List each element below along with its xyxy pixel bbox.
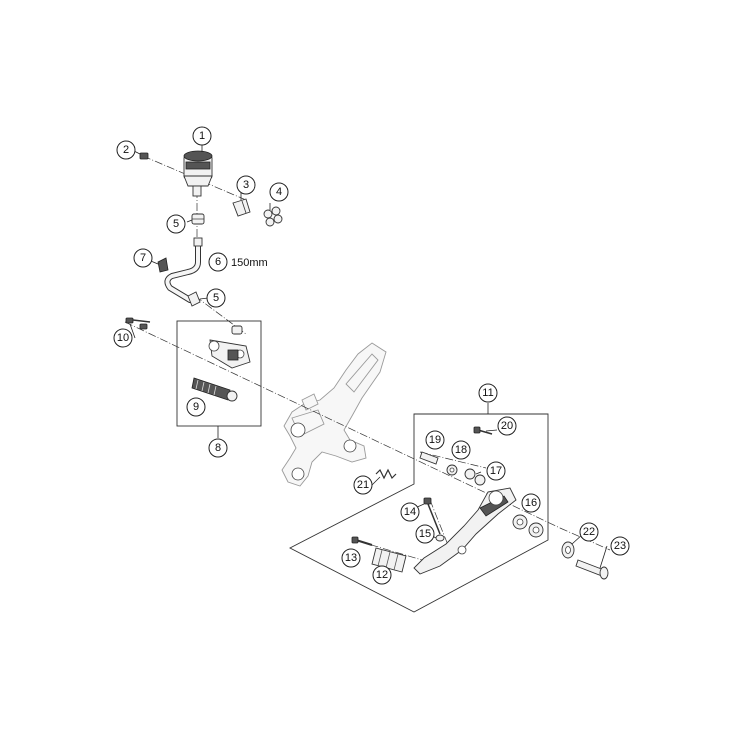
callout-20: 20 bbox=[497, 416, 517, 436]
callout-10: 10 bbox=[113, 328, 133, 348]
master-cylinder-group-box bbox=[176, 320, 262, 427]
svg-text:9: 9 bbox=[193, 401, 199, 413]
callout-16: 16 bbox=[521, 493, 541, 513]
pedal-stop-screw bbox=[473, 426, 493, 435]
svg-text:12: 12 bbox=[376, 569, 388, 581]
callout-22: 22 bbox=[579, 522, 599, 542]
svg-text:21: 21 bbox=[357, 479, 369, 491]
brake-hose bbox=[164, 237, 203, 303]
svg-text:15: 15 bbox=[419, 528, 431, 540]
brake-fluid-reservoir bbox=[183, 150, 213, 197]
hose-clips bbox=[263, 206, 283, 227]
callout-18: 18 bbox=[451, 440, 471, 460]
rubber-pin bbox=[351, 536, 373, 546]
svg-text:6: 6 bbox=[215, 256, 221, 268]
pivot-bolt bbox=[575, 559, 609, 580]
rear-brake-master-cylinder bbox=[208, 325, 251, 369]
callout-14: 14 bbox=[400, 502, 420, 522]
callout-4: 4 bbox=[269, 182, 289, 202]
hose-clamp-lower bbox=[187, 291, 201, 307]
svg-text:13: 13 bbox=[345, 552, 357, 564]
pedal-pin bbox=[419, 451, 439, 465]
svg-text:14: 14 bbox=[404, 506, 416, 518]
reservoir-screw bbox=[139, 152, 149, 160]
svg-text:19: 19 bbox=[429, 434, 441, 446]
pedal-bearings bbox=[512, 514, 544, 538]
callout-8: 8 bbox=[208, 438, 228, 458]
pivot-washer bbox=[561, 541, 575, 559]
pedal-adjust-screw bbox=[423, 497, 445, 542]
svg-text:23: 23 bbox=[614, 540, 626, 552]
callout-15: 15 bbox=[415, 524, 435, 544]
svg-text:7: 7 bbox=[140, 252, 146, 264]
svg-text:10: 10 bbox=[117, 332, 129, 344]
callout-11: 11 bbox=[478, 383, 498, 403]
callout-13: 13 bbox=[341, 548, 361, 568]
hose-length-label: 150mm bbox=[231, 257, 268, 269]
callout-7: 7 bbox=[133, 248, 153, 268]
svg-text:20: 20 bbox=[501, 420, 513, 432]
svg-text:17: 17 bbox=[490, 465, 502, 477]
return-spring bbox=[375, 468, 397, 480]
footrest-bracket-ghost bbox=[281, 342, 387, 487]
brake-pedal bbox=[413, 487, 517, 575]
svg-text:8: 8 bbox=[215, 442, 221, 454]
master-cylinder-piston bbox=[191, 377, 238, 402]
callout-5-lower: 5 bbox=[206, 288, 226, 308]
mounting-bolts bbox=[125, 317, 151, 330]
callout-12: 12 bbox=[372, 565, 392, 585]
callout-2: 2 bbox=[116, 140, 136, 160]
brake-pedal-group-box bbox=[289, 413, 549, 613]
callout-23: 23 bbox=[610, 536, 630, 556]
svg-text:3: 3 bbox=[243, 179, 249, 191]
pedal-bushing bbox=[464, 468, 486, 486]
svg-text:11: 11 bbox=[482, 387, 493, 399]
svg-text:5: 5 bbox=[213, 292, 219, 304]
callout-5-upper: 5 bbox=[166, 214, 186, 234]
callout-6: 6 bbox=[208, 252, 228, 272]
lock-nut bbox=[446, 464, 458, 476]
callout-19: 19 bbox=[425, 430, 445, 450]
callout-9: 9 bbox=[186, 397, 206, 417]
hose-retaining-clip bbox=[157, 257, 169, 273]
svg-text:2: 2 bbox=[123, 144, 129, 156]
svg-text:22: 22 bbox=[583, 526, 595, 538]
svg-text:16: 16 bbox=[525, 497, 537, 509]
callout-21: 21 bbox=[353, 475, 373, 495]
reservoir-plate bbox=[232, 198, 251, 217]
callout-17: 17 bbox=[486, 461, 506, 481]
svg-text:18: 18 bbox=[455, 444, 467, 456]
svg-text:1: 1 bbox=[199, 130, 205, 142]
callout-1: 1 bbox=[192, 126, 212, 146]
svg-text:4: 4 bbox=[276, 186, 282, 198]
callout-3: 3 bbox=[236, 175, 256, 195]
hose-clamp-upper bbox=[191, 213, 205, 225]
svg-text:5: 5 bbox=[173, 218, 179, 230]
